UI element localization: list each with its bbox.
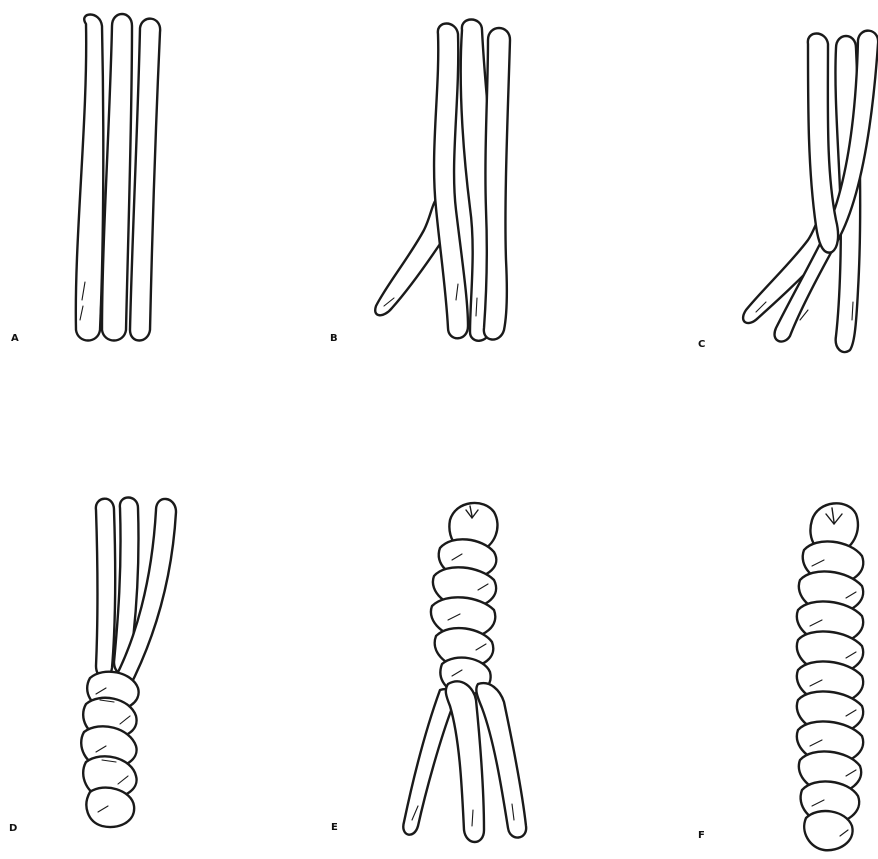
step-b-drawing	[375, 20, 510, 341]
strand-left	[76, 15, 104, 341]
step-c-drawing	[743, 31, 878, 352]
strand-front	[808, 34, 838, 253]
strand-bottom-middle	[446, 681, 484, 842]
step-label-e: E	[331, 823, 338, 833]
strand-middle	[102, 14, 132, 341]
braid-segment	[804, 811, 852, 850]
step-label-c: C	[698, 340, 705, 350]
step-d-drawing	[81, 498, 176, 828]
braid-segment	[86, 788, 134, 827]
step-label-f: F	[698, 831, 705, 841]
step-e-drawing	[403, 503, 526, 842]
strand-right	[130, 19, 160, 341]
step-label-a: A	[11, 334, 19, 344]
strand-right	[484, 28, 510, 340]
step-a-drawing	[76, 14, 160, 341]
strand-top-left	[96, 499, 115, 678]
strand-bottom-left	[403, 689, 454, 835]
step-label-d: D	[9, 824, 17, 834]
step-f-drawing	[797, 503, 863, 850]
step-label-b: B	[330, 334, 338, 344]
